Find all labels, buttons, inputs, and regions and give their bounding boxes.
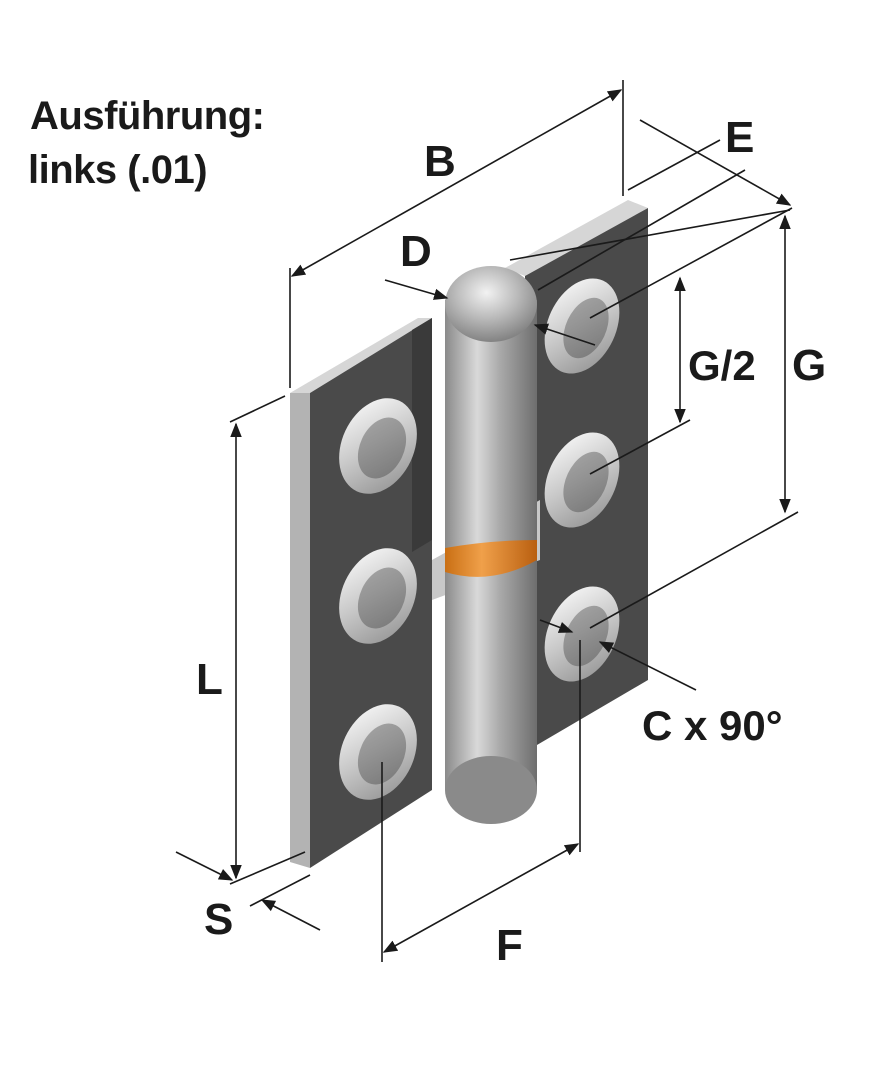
hinge-pin xyxy=(445,266,537,824)
ext-line-g-top xyxy=(589,207,793,319)
dim-line-c xyxy=(598,641,697,691)
separator-ring xyxy=(445,540,537,577)
dimension-lines xyxy=(175,80,799,962)
ext-line-e-1 xyxy=(627,139,721,191)
label-e: E xyxy=(725,113,754,162)
ext-line-l-top xyxy=(229,395,286,423)
dim-line-f xyxy=(382,843,580,953)
pin-top-cap xyxy=(445,266,537,342)
dim-line-c-inner xyxy=(539,619,574,633)
label-b: B xyxy=(424,137,456,186)
dim-line-e xyxy=(639,119,792,206)
label-l: L xyxy=(196,655,223,704)
hole-left-2 xyxy=(339,548,417,644)
pin-bottom-cap xyxy=(445,756,537,824)
hole-left-3 xyxy=(339,704,417,800)
label-g-half: G/2 xyxy=(688,342,756,389)
ext-line-s-1 xyxy=(229,851,306,885)
title-line-2: links (.01) xyxy=(28,148,208,192)
hole-right-3 xyxy=(544,586,620,682)
hole-right-1 xyxy=(544,278,620,374)
left-leaf-side-edge xyxy=(290,393,310,868)
hole-left-1 xyxy=(339,398,417,494)
ext-line-d xyxy=(537,169,746,291)
dim-line-d-left xyxy=(384,279,449,300)
label-s: S xyxy=(204,895,233,944)
dim-line-b xyxy=(290,89,623,277)
ext-line-g-mid xyxy=(589,419,691,475)
title-line-1: Ausführung: xyxy=(30,94,265,138)
label-c: C x 90° xyxy=(642,702,783,749)
holes xyxy=(339,278,620,800)
ext-line-g-bottom xyxy=(589,511,799,629)
label-d: D xyxy=(400,227,432,276)
dim-line-s-upper xyxy=(175,851,234,881)
left-leaf-knuckle-side xyxy=(412,318,432,552)
dim-line-s-lower xyxy=(260,899,321,931)
hole-right-2 xyxy=(544,432,620,528)
dim-line-d-right xyxy=(533,323,596,346)
label-g: G xyxy=(792,341,826,390)
ext-line-e-2 xyxy=(509,209,791,261)
left-leaf-top-edge xyxy=(290,318,432,393)
label-f: F xyxy=(496,921,523,970)
ext-line-s-2 xyxy=(249,874,311,907)
